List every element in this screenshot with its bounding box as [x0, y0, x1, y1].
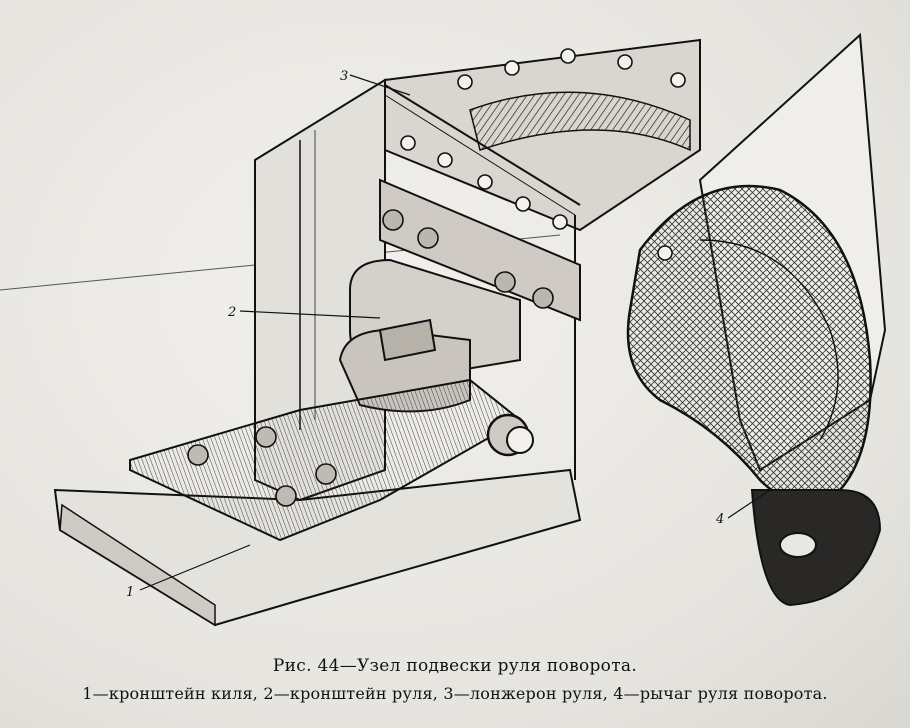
- spar-rivets: [400, 48, 686, 230]
- callout-4: 4: [715, 512, 724, 527]
- rudder-spar: [384, 38, 701, 480]
- bracket-bolts: [382, 209, 554, 309]
- figure-caption-title: Рис. 44—Узел подвески руля поворота.: [272, 656, 638, 676]
- rudder-hinge-drawing: 3 2 1 4: [0, 32, 887, 627]
- rudder-horn: [626, 32, 887, 607]
- callout-2: 2: [227, 305, 236, 320]
- callouts: [139, 74, 771, 591]
- callout-3: 3: [340, 69, 348, 84]
- rudder-bracket: [338, 178, 581, 413]
- keel-bracket-bolts: [187, 426, 337, 507]
- keel-bracket: [53, 378, 582, 627]
- callout-1: 1: [126, 585, 134, 600]
- figure-caption-legend: 1—кронштейн киля, 2—кронштейн руля, 3—ло…: [82, 684, 828, 703]
